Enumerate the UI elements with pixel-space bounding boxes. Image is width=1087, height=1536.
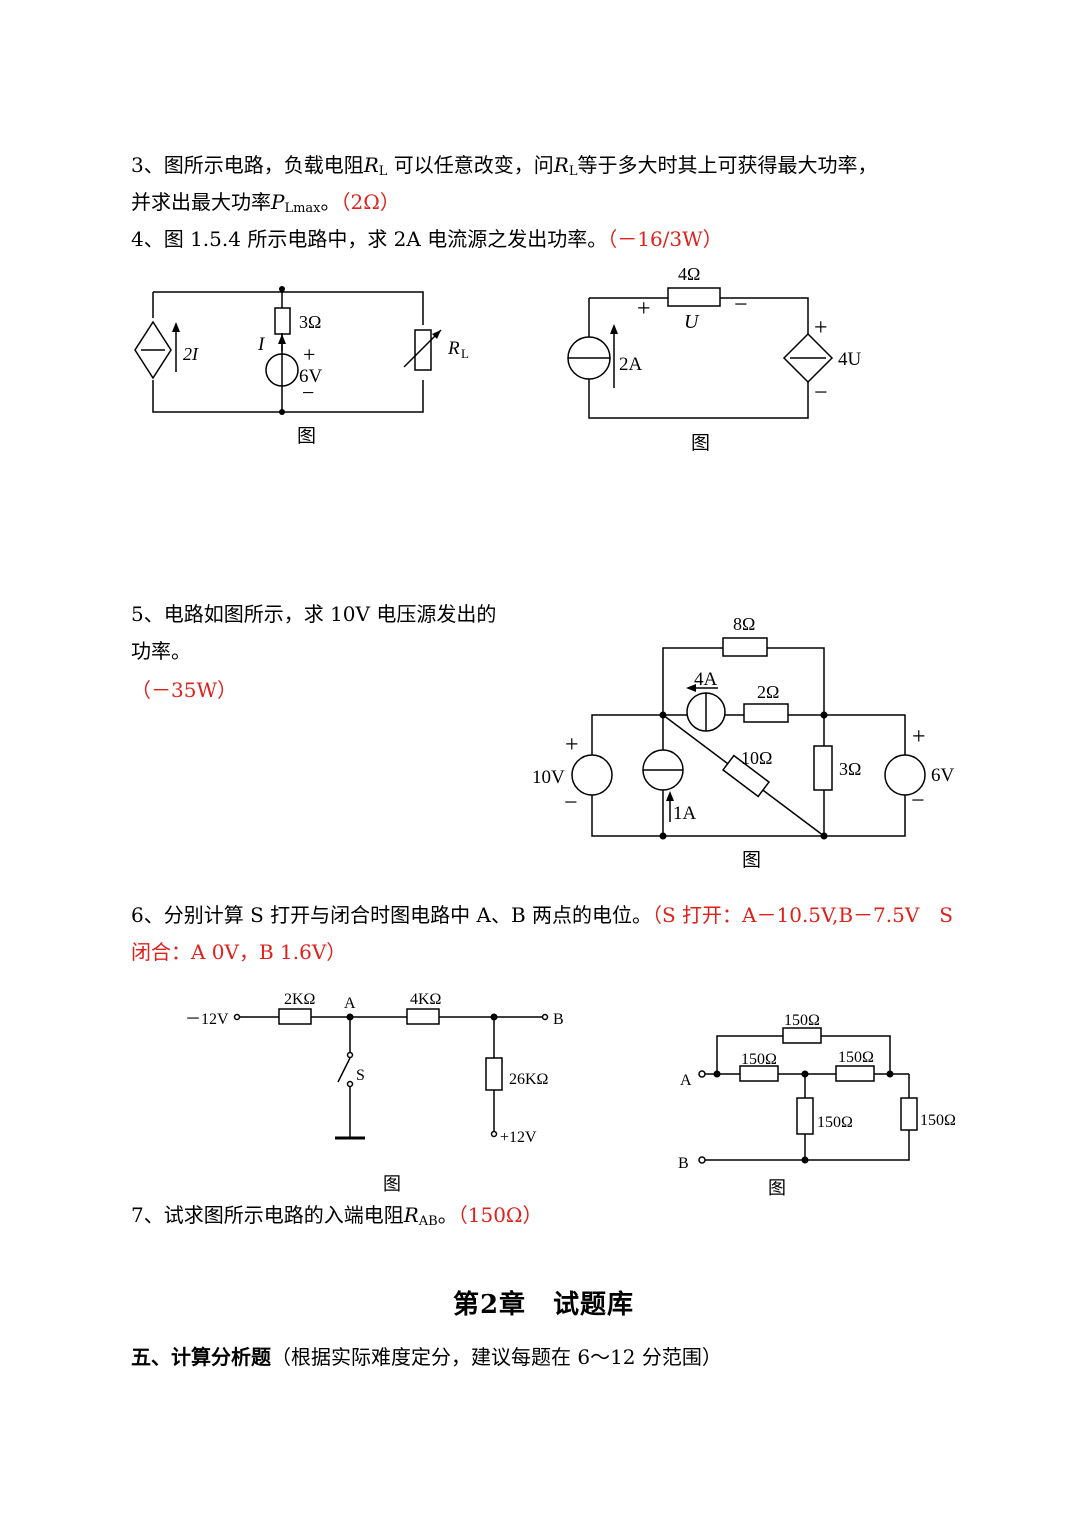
fig3-v6-minus: − xyxy=(911,788,925,814)
fig1-load-sub: L xyxy=(461,346,469,361)
chapter-title: 第2章 试题库 xyxy=(452,1290,635,1320)
fig4-r4k-label: 4KΩ xyxy=(410,991,442,1008)
fig3-v10-plus: + xyxy=(565,732,579,758)
circuit-figure-4-5: －12V 2KΩ A 4KΩ B S 26KΩ +12V 图 150Ω 150Ω… xyxy=(185,991,956,1198)
section-heading: 五、计算分析题（根据实际难度定分，建议每题在 6～12 分范围） xyxy=(131,1341,722,1370)
fig5-caption: 图 xyxy=(768,1178,786,1198)
fig5-r-mid-label: 150Ω xyxy=(817,1114,853,1131)
fig3-v6-plus: + xyxy=(912,724,926,750)
fig2-minus: − xyxy=(734,292,748,318)
fig2-plus: + xyxy=(637,296,651,322)
fig3-r10-label: 10Ω xyxy=(741,748,772,768)
q5-line1: 5、电路如图所示，求 10V 电压源发出的 xyxy=(131,602,497,626)
fig5-r-left-label: 150Ω xyxy=(741,1051,777,1068)
fig4-vpos-label: +12V xyxy=(500,1129,537,1146)
fig4-caption: 图 xyxy=(383,1174,401,1194)
q3-line2: 并求出最大功率PLmax。（2Ω） xyxy=(131,190,400,216)
fig4-node-a: A xyxy=(344,995,356,1012)
fig3-v10-label: 10V xyxy=(532,767,565,788)
fig3-v10-minus: − xyxy=(564,790,578,816)
fig3-r3-label: 3Ω xyxy=(839,759,861,779)
fig5-r-right-label: 150Ω xyxy=(838,1049,874,1066)
fig5-node-b: B xyxy=(678,1155,689,1172)
circuit-figure-1: 3Ω 2I I + 6V − R L 图 4Ω + − U 2A + 4U − … xyxy=(134,264,862,454)
fig1-load-label: R xyxy=(447,338,460,359)
fig2-dep-plus: + xyxy=(814,315,828,341)
fig4-r26k-label: 26KΩ xyxy=(509,1071,549,1088)
fig4-node-b: B xyxy=(553,1011,564,1028)
fig5-node-a: A xyxy=(680,1072,692,1089)
fig1-plus: + xyxy=(303,342,315,367)
fig2-u-label: U xyxy=(684,311,700,333)
fig1-current-label: I xyxy=(257,334,266,355)
q3-answer: （2Ω） xyxy=(340,190,400,214)
fig1-minus: − xyxy=(302,380,314,405)
q5-answer: （－35W） xyxy=(131,678,238,702)
fig5-r-far-label: 150Ω xyxy=(920,1112,956,1129)
section-title: 五、计算分析题 xyxy=(131,1345,271,1369)
fig5-r-top-label: 150Ω xyxy=(784,1012,820,1029)
q4-answer: （－16/3W） xyxy=(607,227,723,251)
q6-answer-2: 闭合：A 0V，B 1.6V） xyxy=(131,940,347,964)
fig2-dep-minus: − xyxy=(814,380,828,406)
fig2-caption: 图 xyxy=(691,433,710,454)
q4-line: 4、图 1.5.4 所示电路中，求 2A 电流源之发出功率。（－16/3W） xyxy=(131,227,723,251)
fig2-r4-label: 4Ω xyxy=(678,264,700,284)
fig2-source-label: 2A xyxy=(619,354,643,375)
fig1-voltage-label: 6V xyxy=(299,366,323,387)
q6-line1: 6、分别计算 S 打开与闭合时图电路中 A、B 两点的电位。（S 打开：A－10… xyxy=(131,903,953,927)
q7-answer: （150Ω） xyxy=(457,1203,543,1227)
q7-line: 7、试求图所示电路的入端电阻RAB。（150Ω） xyxy=(131,1203,543,1229)
fig3-v6-label: 6V xyxy=(931,765,955,786)
q5-line2: 功率。 xyxy=(131,639,191,663)
q6-answer-1: （S 打开：A－10.5V,B－7.5V S xyxy=(652,903,953,927)
fig3-r2-label: 2Ω xyxy=(757,682,779,702)
fig3-caption: 图 xyxy=(742,850,761,871)
fig4-vneg-label: －12V xyxy=(185,1011,229,1028)
fig4-switch-label: S xyxy=(356,1067,365,1084)
fig3-i4-label: 4A xyxy=(694,669,718,690)
fig3-i1-label: 1A xyxy=(673,803,697,824)
circuit-figure-3: 8Ω 4A 2Ω 10Ω 3Ω + 10V − 1A + 6V − 图 xyxy=(532,614,955,871)
section-note: （根据实际难度定分，建议每题在 6～12 分范围） xyxy=(271,1345,722,1369)
fig1-caption: 图 xyxy=(297,426,316,447)
fig4-r2k-label: 2KΩ xyxy=(284,991,316,1008)
fig1-source-label: 2I xyxy=(183,344,199,364)
fig1-r3-label: 3Ω xyxy=(299,312,321,332)
fig3-r8-label: 8Ω xyxy=(733,614,755,634)
fig2-dep-label: 4U xyxy=(838,349,862,370)
q3-line1: 3、图所示电路，负载电阻RL 可以任意改变，问RL等于多大时其上可获得最大功率， xyxy=(131,153,878,179)
